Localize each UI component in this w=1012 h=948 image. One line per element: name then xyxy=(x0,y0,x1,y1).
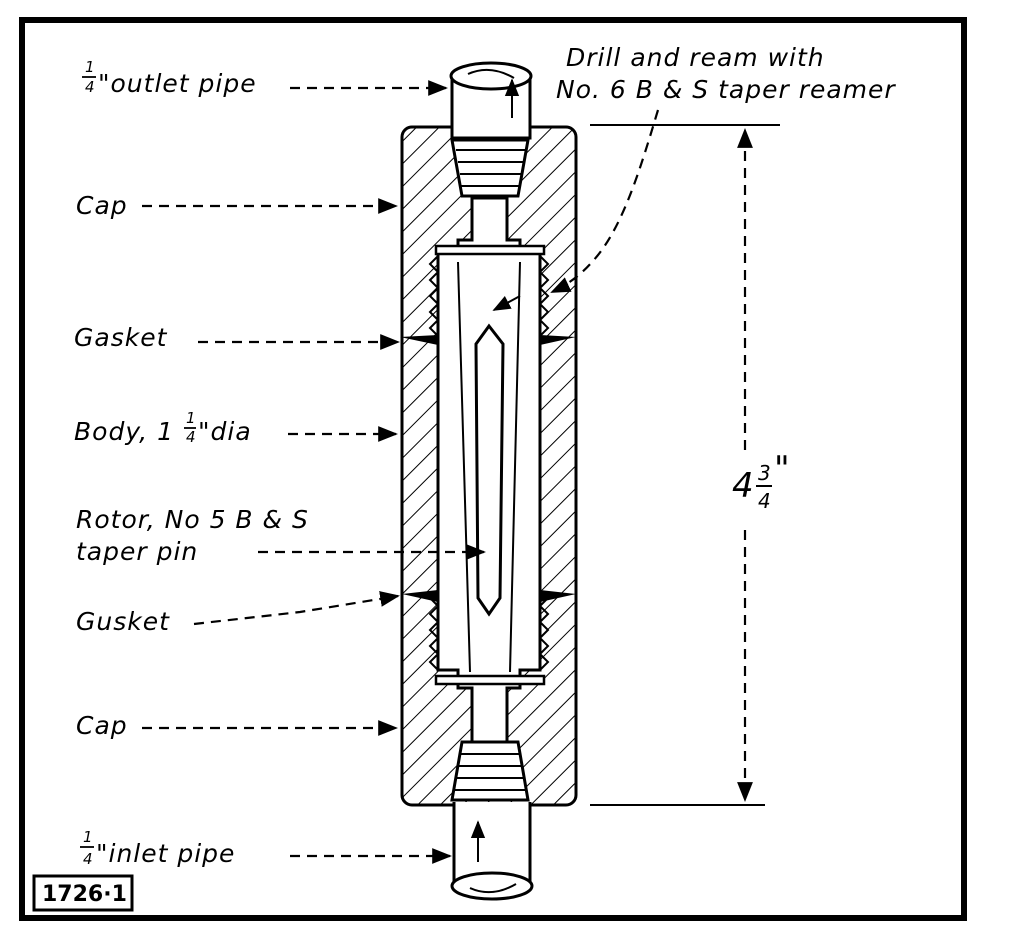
svg-text:1: 1 xyxy=(83,828,93,846)
taper-tube xyxy=(457,261,521,673)
svg-text:4: 4 xyxy=(85,78,95,96)
outlet-fitting xyxy=(449,61,533,198)
reamer-note-line1: Drill and ream with xyxy=(566,43,825,72)
cap-bottom-text: Cap xyxy=(76,711,128,740)
label-body: Body, 1 1 4 "dia xyxy=(74,409,398,446)
thread-right-lower xyxy=(538,589,550,671)
thread-right-upper xyxy=(538,255,550,337)
figure-number-text: 1726·1 xyxy=(42,882,127,907)
body-text: Body, 1 xyxy=(74,417,174,446)
body-dia-text: "dia xyxy=(198,417,252,446)
inlet-fitting xyxy=(450,740,534,901)
thread-left-upper xyxy=(428,255,440,337)
figure-number: 1726·1 xyxy=(32,874,134,912)
meter-assembly xyxy=(400,61,578,901)
gasket-plate-top xyxy=(434,244,546,256)
label-rotor: Rotor, No 5 B & S taper pin xyxy=(76,505,486,566)
label-gasket-bottom: Gusket xyxy=(76,591,400,636)
outlet-pipe-text: "outlet pipe xyxy=(98,69,257,98)
label-gasket-top: Gasket xyxy=(74,323,400,352)
gasket-wedge-bottom-right xyxy=(540,590,576,602)
gasket-top-text: Gasket xyxy=(74,323,168,352)
svg-text:1: 1 xyxy=(186,409,196,427)
height-dimension: 4 3 4 " xyxy=(590,124,790,806)
rotor-pin xyxy=(474,323,505,617)
dimension-frac-num: 3 xyxy=(758,461,771,485)
label-outlet-pipe: 1 4 "outlet pipe xyxy=(82,58,448,98)
label-reamer-note: Drill and ream with No. 6 B & S taper re… xyxy=(550,43,896,293)
gasket-wedge-top-right xyxy=(540,335,576,345)
dimension-frac-den: 4 xyxy=(758,489,771,513)
label-cap-bottom: Cap xyxy=(76,711,398,740)
taper-pointer xyxy=(492,295,521,311)
cap-top-text: Cap xyxy=(76,191,128,220)
svg-text:4: 4 xyxy=(83,850,93,868)
label-cap-top: Cap xyxy=(76,191,398,220)
inlet-pipe-text: "inlet pipe xyxy=(96,839,235,868)
dimension-whole: 4 xyxy=(732,466,754,506)
gasket-wedge-top-left xyxy=(400,335,438,345)
label-inlet-pipe: 1 4 "inlet pipe xyxy=(80,828,452,868)
gasket-bottom-text: Gusket xyxy=(76,607,170,636)
svg-text:4: 4 xyxy=(186,428,196,446)
svg-text:1: 1 xyxy=(85,58,95,76)
rotor-line1: Rotor, No 5 B & S xyxy=(76,505,309,534)
dimension-mark: " xyxy=(774,449,790,489)
gasket-wedge-bottom-left xyxy=(402,590,438,602)
reamer-note-line2: No. 6 B & S taper reamer xyxy=(556,75,896,104)
border-frame xyxy=(19,17,967,921)
rotor-line2: taper pin xyxy=(76,537,198,566)
gasket-plate-bottom xyxy=(434,674,546,686)
thread-left-lower xyxy=(428,589,440,671)
